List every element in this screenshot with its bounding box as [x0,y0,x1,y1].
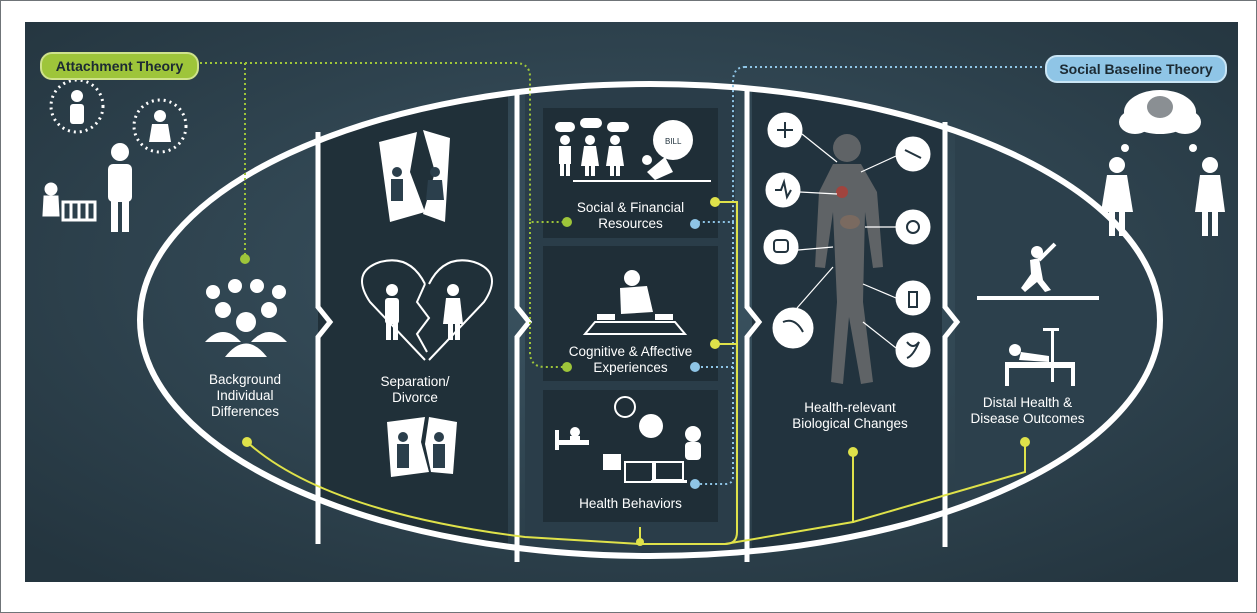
box-cognitive-affective [543,246,718,381]
stressed-person-icon [582,270,688,335]
separator-4 [942,122,961,547]
broken-photo-icon [379,130,450,222]
attachment-node-cognitive [562,362,572,372]
svg-text:BILL: BILL [665,137,682,146]
computer-icon [603,454,687,483]
outcome-node-distal [1020,437,1030,447]
footer-strip [25,583,1238,605]
baseline-node-cognitive [690,362,700,372]
stage-label-biological: Health-relevant Biological Changes [792,400,908,431]
outcome-node-hub [636,538,644,546]
baseline-connectors [697,66,1045,485]
food-icon [639,414,701,460]
diagram-canvas: BILL [25,22,1238,582]
sleep-icon [555,427,589,450]
panel-separation [318,84,508,556]
attachment-node-background [240,254,250,264]
model-ellipse [137,81,1163,559]
outcome-node-biological [848,447,858,457]
stage-label-health-behaviors: Health Behaviors [579,496,682,511]
broken-heart-icon [361,259,493,361]
outcome-connectors [246,201,1026,545]
separator-1 [315,132,334,544]
broken-photo-bottom-icon [387,417,457,477]
hospital-bed-icon [1005,328,1075,386]
stage-label-background: Background Individual Differences [208,372,282,419]
social-group-icon [555,118,711,182]
outcome-node-background [242,437,252,447]
brain-clouds-icon [1119,90,1201,152]
body-organs-icon [815,134,883,384]
baseline-node-behaviors [690,479,700,489]
biomarker-leaders [796,133,897,349]
baseline-node-social [690,219,700,229]
family-icon [49,78,188,232]
outcome-node-cognitive [710,339,720,349]
attachment-connectors [195,62,565,368]
crowd-icon [205,279,287,357]
arguing-couple-icon [385,284,463,340]
stage-label-distal: Distal Health & Disease Outcomes [970,395,1085,426]
outcome-node-social [710,197,720,207]
alarm-clock-icon [614,396,636,418]
couple-icon [1101,157,1225,236]
stage-label-separation: Separation/ Divorce [380,374,450,405]
stage-label-social-financial: Social & Financial Resources [576,200,685,231]
separator-3 [744,90,763,562]
stage-label-cognitive-affective: Cognitive & Affective Experiences [568,344,693,375]
model-diagram: BILL [25,22,1238,582]
biomarker-circles [763,112,931,368]
attachment-node-social [562,217,572,227]
social-baseline-theory-label: Social Baseline Theory [1045,55,1227,83]
crib-icon [42,182,97,222]
money-burden-icon: BILL [642,120,693,180]
exercise-icon [977,242,1099,300]
attachment-theory-label: Attachment Theory [40,52,199,80]
biomarker-symbols [773,122,922,359]
